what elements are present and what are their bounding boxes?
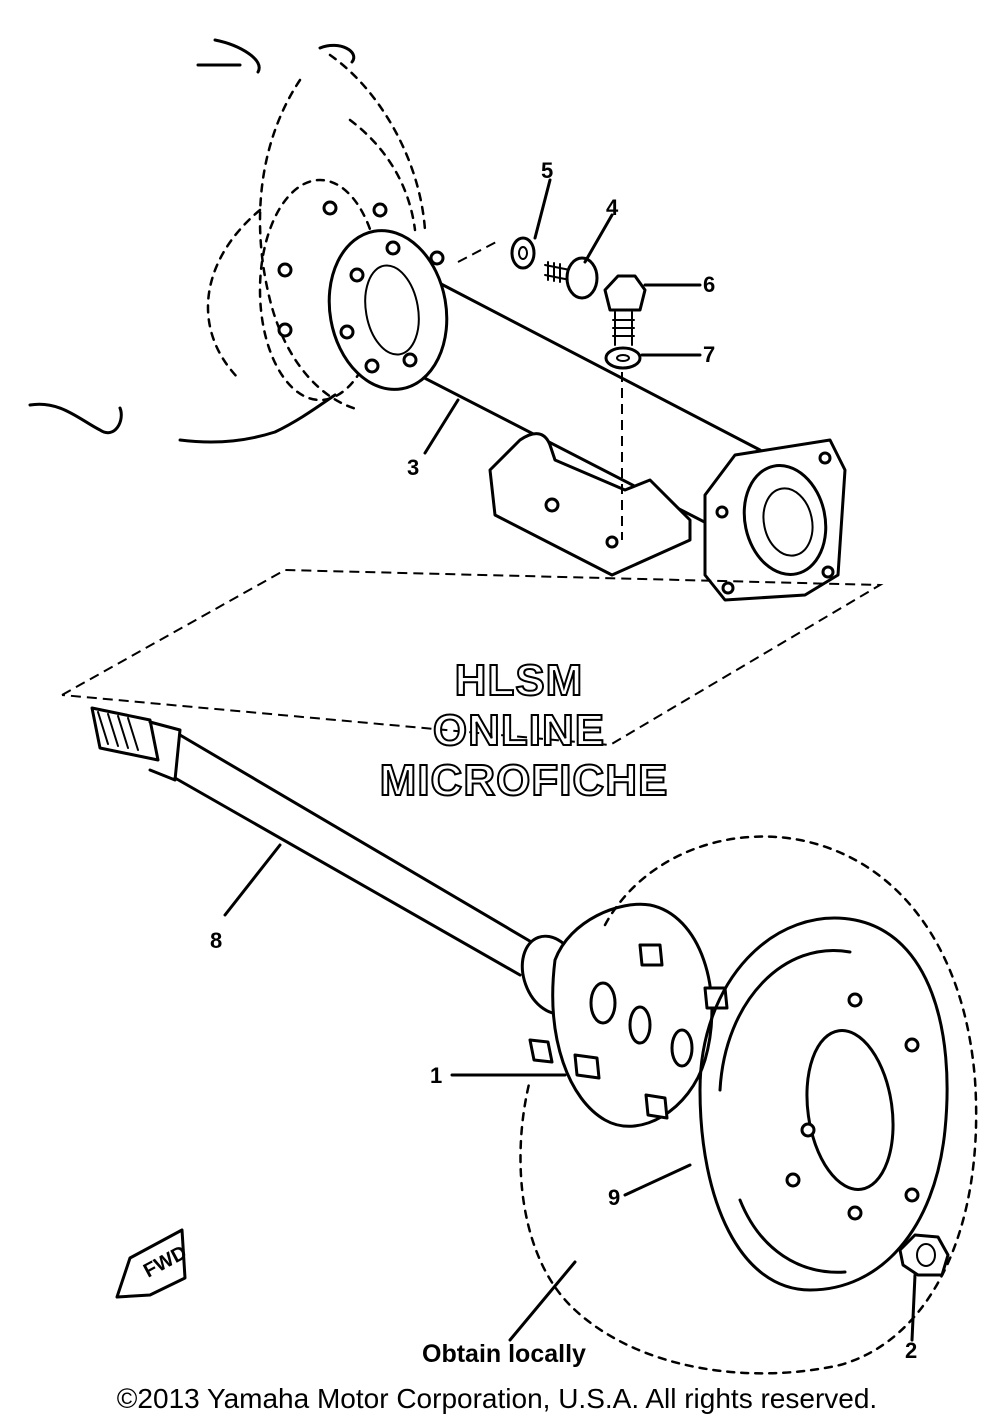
watermark-line-3: MICROFICHE bbox=[380, 756, 669, 805]
watermark-line-1: HLSM bbox=[455, 656, 584, 705]
obtain-locally-note: Obtain locally bbox=[422, 1340, 586, 1368]
wheel-hub bbox=[520, 902, 729, 1128]
assembly-lines bbox=[61, 239, 884, 747]
copyright-notice: ©2013 Yamaha Motor Corporation, U.S.A. A… bbox=[117, 1383, 877, 1414]
watermark: HLSM ONLINE MICROFICHE bbox=[379, 655, 669, 806]
watermark-line-2: ONLINE bbox=[433, 706, 605, 755]
callout-7: 7 bbox=[703, 342, 715, 367]
callout-2: 2 bbox=[905, 1338, 917, 1363]
callout-4: 4 bbox=[606, 195, 619, 220]
axle-shaft bbox=[90, 706, 547, 977]
leader-lines bbox=[223, 178, 917, 1342]
callout-8: 8 bbox=[210, 928, 222, 953]
lug-nut bbox=[898, 1233, 950, 1277]
callout-1: 1 bbox=[430, 1063, 442, 1088]
axle-housing bbox=[327, 229, 847, 602]
callout-9: 9 bbox=[608, 1185, 620, 1210]
callout-3: 3 bbox=[407, 455, 419, 480]
callout-labels: 5 4 6 7 3 8 1 9 2 bbox=[210, 158, 917, 1363]
fwd-arrow-icon: FWD bbox=[115, 1228, 191, 1299]
callout-6: 6 bbox=[703, 272, 715, 297]
callout-5: 5 bbox=[541, 158, 553, 183]
fastener-group bbox=[510, 236, 647, 370]
